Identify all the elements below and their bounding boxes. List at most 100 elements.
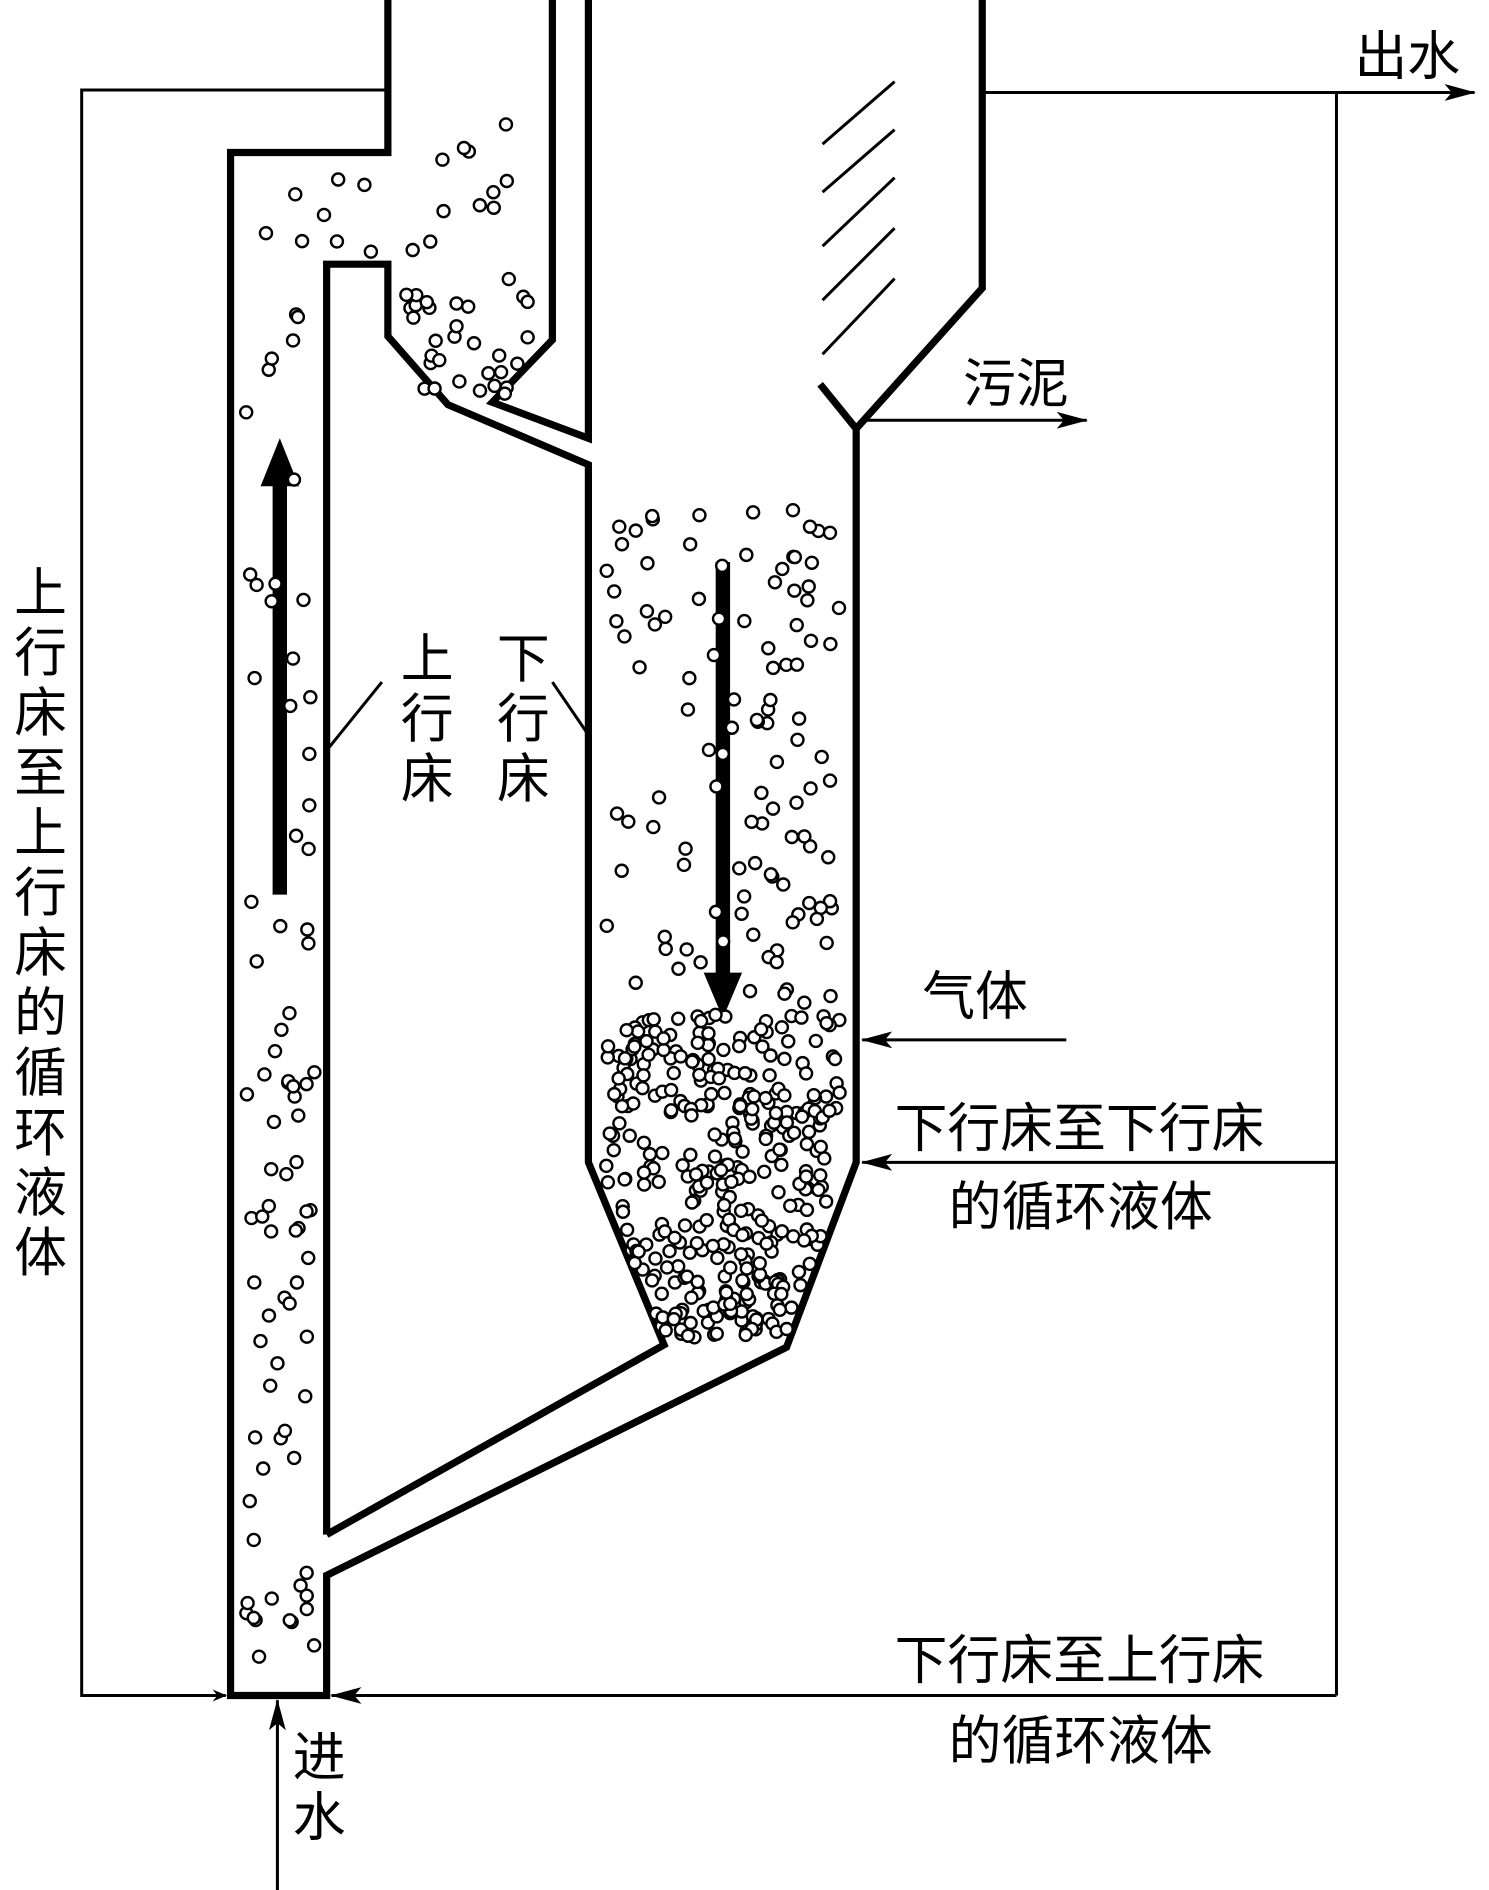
particle (763, 1048, 778, 1063)
particle (405, 242, 420, 258)
particle (791, 711, 807, 726)
particle (822, 525, 838, 541)
particle (796, 1233, 812, 1248)
particle (710, 1250, 725, 1266)
particle (803, 781, 818, 796)
particle (699, 1213, 714, 1228)
particle (745, 505, 761, 520)
particle (264, 351, 280, 366)
particle (406, 310, 421, 325)
particle (602, 1126, 617, 1141)
particle (289, 1275, 305, 1290)
particle (731, 1038, 747, 1054)
downflow-arrowhead (703, 972, 743, 1019)
particle (742, 983, 758, 999)
particle (606, 584, 622, 599)
particle (247, 670, 262, 686)
particle (472, 198, 488, 213)
particle (737, 613, 752, 629)
particle (285, 333, 301, 348)
particle (238, 405, 254, 420)
particle (466, 336, 482, 351)
vessel-walls (226, 0, 986, 1700)
particle (599, 918, 614, 934)
particle (299, 1329, 315, 1344)
particle (646, 819, 661, 835)
particle (263, 1161, 279, 1177)
particle (707, 1127, 722, 1142)
particle (713, 1162, 729, 1178)
particle (776, 877, 791, 892)
particle (290, 309, 306, 325)
particle (821, 850, 836, 865)
particle (777, 986, 792, 1001)
particle (663, 1082, 679, 1098)
particle (746, 927, 761, 942)
particle (291, 1108, 306, 1123)
particle (756, 1164, 772, 1180)
down-to-down-label-1: 下行床至下行床 (895, 1099, 1265, 1160)
particle (282, 1005, 297, 1021)
particle (789, 617, 804, 633)
particle (306, 1638, 322, 1653)
particle (707, 1149, 723, 1164)
particle (677, 1218, 693, 1233)
particle (737, 1066, 753, 1081)
particle (774, 1020, 790, 1035)
particle (774, 1224, 790, 1239)
particle (739, 1261, 755, 1276)
particle (799, 1202, 815, 1218)
particle (651, 790, 667, 805)
particle (799, 1136, 815, 1152)
particle (277, 1423, 293, 1439)
particle (644, 508, 660, 524)
particle (609, 806, 625, 821)
particle (789, 795, 804, 810)
particle (639, 1034, 654, 1049)
particle (286, 472, 302, 487)
particle (267, 1043, 283, 1059)
particle (294, 233, 310, 249)
upflow-bed-label: 上行床 (392, 630, 453, 810)
particle (716, 1042, 731, 1058)
particle (775, 561, 790, 577)
recirculation-lines (80, 84, 1476, 1890)
particle (803, 633, 819, 648)
particle (316, 207, 332, 223)
particle (684, 1195, 700, 1210)
downflow-bed-label: 下行床 (488, 630, 549, 810)
particle (268, 576, 283, 591)
particle (794, 1109, 810, 1124)
particle (802, 519, 818, 534)
particle (732, 861, 747, 876)
particle (708, 904, 724, 920)
particle (642, 1147, 658, 1162)
particle (499, 173, 515, 189)
particle (705, 1238, 721, 1254)
particle (282, 1613, 297, 1628)
particle (242, 567, 258, 582)
particle (711, 1071, 727, 1086)
particle (701, 742, 717, 758)
particle (745, 1101, 760, 1117)
up-to-up-label: 上行床至上行床的循环液体 (6, 564, 67, 1284)
particle (794, 1010, 809, 1025)
particle (632, 660, 647, 675)
particle (785, 502, 801, 518)
particle (823, 988, 838, 1004)
particle (684, 1108, 699, 1123)
particle (486, 200, 501, 215)
particle (789, 657, 805, 672)
water-in-label: 进水 (284, 1729, 345, 1849)
particle (689, 1235, 705, 1251)
particle (614, 863, 629, 878)
particle (628, 975, 643, 990)
particle (635, 1080, 650, 1096)
particle (711, 611, 727, 626)
particle (240, 1595, 255, 1611)
particle (692, 507, 707, 523)
particle (822, 1103, 837, 1118)
particle (423, 234, 438, 249)
water-out-label: 出水 (1354, 26, 1460, 87)
